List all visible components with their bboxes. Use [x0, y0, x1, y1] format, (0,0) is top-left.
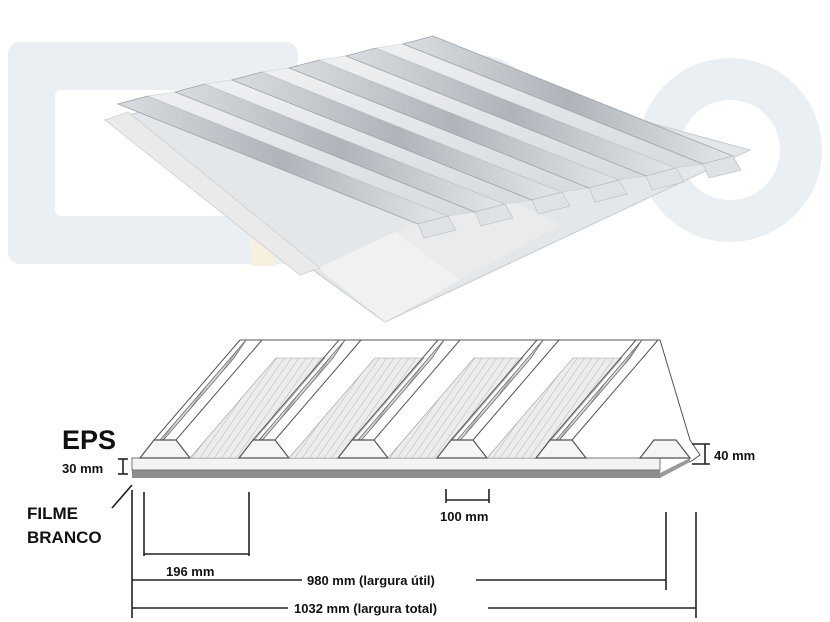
section-rib-ridge: [274, 339, 362, 441]
rib-spacing-label: 100 mm: [440, 509, 488, 524]
rib-spacing-dimension: [445, 489, 490, 503]
useful-width-dimension: [131, 490, 667, 618]
eps-core: [131, 457, 661, 471]
film-label-line1: FILME: [27, 504, 78, 523]
section-valley: [486, 357, 623, 459]
thickness-dimension: [118, 458, 128, 475]
rib-height-label: 40 mm: [714, 448, 755, 463]
film-base: [132, 470, 660, 478]
rib-3d-end: [531, 191, 571, 215]
total-width-dimension: [132, 512, 697, 618]
panel-3d-illustration: [103, 35, 752, 323]
useful-width-label: 980 mm (largura útil): [307, 573, 435, 588]
pitch-label: 196 mm: [166, 564, 214, 579]
total-width-label: 1032 mm (largura total): [294, 601, 437, 616]
eps-label: EPS: [62, 425, 116, 455]
section-rib-ridge: [373, 339, 461, 441]
section-valley: [387, 357, 524, 459]
section-rib-front: [138, 439, 192, 459]
section-valley: [288, 357, 425, 459]
section-rib-ridge: [351, 339, 439, 441]
rib-3d-end: [417, 215, 457, 239]
section-rib-ridge: [252, 339, 340, 441]
thickness-label: 30 mm: [62, 461, 103, 476]
section-rib-ridge: [450, 339, 538, 441]
film-label-line2: BRANCO: [27, 528, 102, 547]
rib-3d-end: [645, 167, 685, 191]
section-rib-ridge: [571, 339, 659, 441]
rib-3d-end: [588, 179, 628, 203]
film-leader-line: [111, 484, 133, 509]
section-rib-ridge: [472, 339, 560, 441]
rib-height-dimension: [692, 443, 710, 465]
section-rib-ridge: [549, 339, 637, 441]
section-rib-ridge: [175, 339, 263, 441]
rib-3d-end: [474, 203, 514, 227]
section-valley: [189, 357, 326, 459]
panel-cross-section: [131, 339, 701, 478]
section-rib-ridge: [153, 339, 241, 441]
pitch-dimension: [143, 492, 250, 556]
rib-3d-end: [702, 155, 742, 179]
section-rib-front: [638, 439, 692, 459]
section-back-edge: [240, 339, 701, 463]
